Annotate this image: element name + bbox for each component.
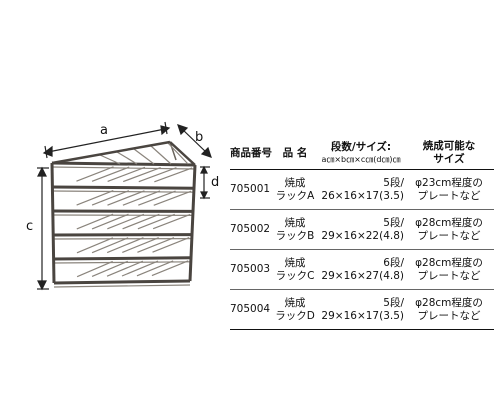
shelf-diagonal-wire: [76, 260, 113, 278]
table-row: 705004 焼成ラックD 5段/29×16×17(3.5) φ28cm程度のプ…: [230, 289, 494, 330]
rack-post-left: [50, 162, 56, 284]
rack-posts: [50, 162, 197, 284]
shelf-front-wire-inner: [53, 261, 192, 264]
table-row: 705003 焼成ラックC 6段/29×16×27(4.8) φ28cm程度のプ…: [230, 249, 494, 290]
shelf-diagonal-wire: [136, 260, 174, 277]
shelf-diagonal-wire: [106, 260, 144, 277]
rack-back-wire: [169, 141, 177, 161]
shelf-front-wire: [52, 185, 195, 190]
rack-top-frame: [51, 140, 196, 166]
shelf-diagonal-wire: [152, 237, 190, 253]
rack-top-diagonal-wire: [167, 142, 189, 165]
shelf-diagonal-wire: [91, 260, 129, 277]
table-header-row: 商品番号 品 名 段数/サイズ: a㎝×b㎝×c㎝(d㎝)㎝ 焼成可能な サイズ: [230, 137, 494, 170]
shelf-diagonal-wire: [138, 167, 177, 183]
cell-code: 705003: [230, 249, 272, 290]
cell-fit: φ28cm程度のプレートなど: [404, 249, 494, 290]
dimension-a-label: a: [100, 123, 108, 138]
header-firing-size: 焼成可能な サイズ: [404, 137, 494, 170]
cell-dims: 5段/26×16×17(3.5): [318, 169, 404, 210]
dimension-a: [42, 121, 171, 159]
shelf-diagonal-wire: [106, 237, 144, 254]
shelf-diagonal-wire: [122, 166, 161, 183]
shelf-diagonal-wire: [76, 189, 114, 206]
shelf-diagonal-wire: [107, 213, 145, 230]
shelf-front-wire: [53, 279, 191, 285]
cell-dims: 5段/29×16×22(4.8): [318, 209, 404, 250]
shelf-diagonal-wire: [76, 166, 114, 182]
dimension-b: [177, 124, 212, 158]
shelf-diagonal-wire: [137, 213, 175, 230]
dimension-c: [37, 166, 49, 291]
shelf-diagonal-wire: [152, 213, 191, 230]
spec-table: 商品番号 品 名 段数/サイズ: a㎝×b㎝×c㎝(d㎝)㎝ 焼成可能な サイズ…: [230, 137, 494, 330]
cell-dims: 5段/29×16×17(3.5): [318, 289, 404, 330]
shelf-diagonal-wire: [138, 190, 176, 206]
cell-fit: φ23cm程度のプレートなど: [404, 169, 494, 210]
shelf-diagonal-wire: [76, 237, 114, 254]
shelf-diagonal-wire: [107, 166, 146, 183]
shelf-front-wire-inner: [51, 166, 196, 170]
shelf-front-wire-inner: [52, 190, 195, 193]
shelf-diagonal-wire: [154, 167, 193, 183]
shelf-front-wire: [51, 161, 196, 167]
table-row: 705002 焼成ラックB 5段/29×16×22(4.8) φ28cm程度のプ…: [230, 209, 494, 250]
shelf-diagonal-wire: [91, 237, 129, 254]
shelf-diagonal-wire: [91, 190, 130, 206]
rack-shelves: [51, 141, 196, 288]
shelf-diagonal-wire: [137, 237, 175, 253]
shelf-front-wire-inner: [53, 284, 191, 288]
cell-code: 705004: [230, 289, 272, 330]
cell-name: 焼成ラックD: [272, 289, 318, 330]
shelf-front-wire: [53, 256, 192, 261]
shelf-diagonal-wire: [151, 260, 189, 277]
cell-name: 焼成ラックA: [272, 169, 318, 210]
cell-dims: 6段/29×16×27(4.8): [318, 249, 404, 290]
shelf-diagonal-wire: [122, 190, 161, 206]
dimension-b-label: b: [195, 130, 203, 145]
rack-top-diagonal-wire: [150, 145, 172, 165]
rack-post-right: [188, 164, 197, 282]
shelf-diagonal-wire: [91, 166, 130, 182]
header-tiers-size: 段数/サイズ: a㎝×b㎝×c㎝(d㎝)㎝: [318, 137, 404, 170]
cell-name: 焼成ラックB: [272, 209, 318, 250]
dimension-c-label: c: [26, 219, 33, 234]
dimension-d: [200, 165, 210, 200]
shelf-diagonal-wire: [121, 260, 159, 277]
shelf-diagonal-wire: [153, 190, 192, 206]
dimension-d-label: d: [211, 175, 219, 190]
shelf-diagonal-wire: [122, 237, 159, 253]
cell-name: 焼成ラックC: [272, 249, 318, 290]
cell-fit: φ28cm程度のプレートなど: [404, 209, 494, 250]
rack-top-diagonal-wire: [133, 148, 155, 165]
header-product-name: 品 名: [272, 137, 318, 170]
shelf-diagonal-wire: [91, 213, 129, 230]
header-product-code: 商品番号: [230, 137, 272, 170]
cell-code: 705002: [230, 209, 272, 250]
rack-top-diagonal-wire: [116, 151, 138, 165]
cell-code: 705001: [230, 169, 272, 210]
shelf-diagonal-wire: [76, 213, 114, 230]
rack-top-diagonal-wire: [99, 154, 121, 165]
table-row: 705001 焼成ラックA 5段/26×16×17(3.5) φ23cm程度のプ…: [230, 169, 494, 210]
shelf-diagonal-wire: [122, 213, 160, 230]
cell-fit: φ28cm程度のプレートなど: [404, 289, 494, 330]
shelf-diagonal-wire: [107, 190, 145, 206]
rack-diagram: a b c d: [26, 121, 219, 291]
